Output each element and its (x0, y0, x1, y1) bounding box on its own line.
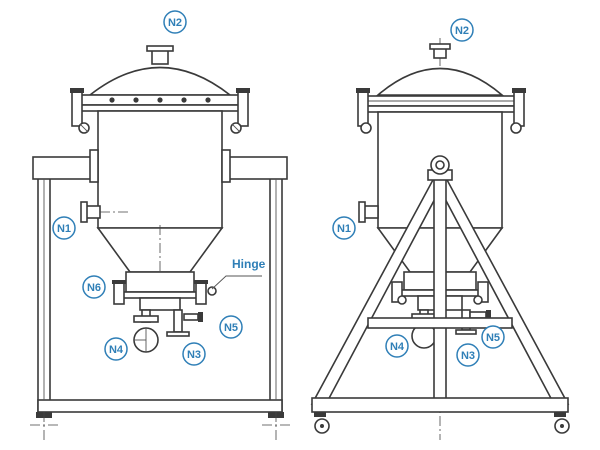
front-tag-n4: N4 (104, 337, 128, 361)
side-lower-flange (361, 105, 521, 113)
front-outlet-neck (139, 297, 181, 311)
side-n5-cap (486, 310, 491, 320)
front-tag-n2: N2 (163, 10, 187, 34)
front-trunnion-left (89, 149, 99, 183)
front-outlet-flange (117, 291, 203, 299)
front-n4-flange (133, 315, 159, 323)
front-n3-pipe (173, 309, 183, 333)
front-flange-bolts (109, 97, 211, 103)
front-n1-nozzle (85, 205, 101, 219)
svg-text:N4: N4 (109, 344, 124, 356)
svg-text:N1: N1 (337, 223, 351, 235)
side-clamp-left (356, 88, 372, 134)
front-outlet-clamp-left (112, 280, 126, 305)
front-n5-cap (198, 312, 203, 322)
front-n2-nozzle (151, 49, 169, 65)
front-tag-n1: N1 (52, 216, 76, 240)
svg-text:N3: N3 (187, 349, 201, 361)
side-n3-flange (455, 329, 477, 335)
front-frame-base-bar (37, 399, 283, 413)
side-outlet-clamp-right (473, 281, 489, 305)
front-trunnion-right (221, 149, 231, 183)
front-frame-right-arm (228, 156, 288, 180)
svg-text:N5: N5 (486, 332, 500, 344)
svg-text:N1: N1 (57, 223, 71, 235)
side-caster-right (554, 412, 570, 434)
side-caster-left (314, 412, 330, 434)
front-shell (97, 110, 223, 229)
front-n2-flange (146, 45, 174, 52)
side-n2-flange (429, 43, 451, 50)
front-view: Hinge N2 N1 N6 N4 N3 N5 (30, 10, 292, 440)
svg-text:N2: N2 (455, 25, 469, 37)
svg-text:N5: N5 (224, 322, 238, 334)
svg-text:N2: N2 (168, 17, 182, 29)
front-lower-flange (75, 104, 245, 112)
side-frame-center-post (433, 177, 447, 405)
side-frame-base-bar (311, 397, 569, 413)
side-tag-n5: N5 (481, 325, 505, 349)
svg-text:N3: N3 (461, 350, 475, 362)
side-clamp-right (510, 88, 526, 134)
front-n3-flange (166, 331, 190, 337)
front-n5-port (183, 313, 199, 321)
side-outlet-clamp-left (391, 281, 407, 305)
svg-text:N6: N6 (87, 282, 101, 294)
front-tag-n5: N5 (219, 315, 243, 339)
side-tag-n1: N1 (332, 216, 356, 240)
side-a-frame (310, 155, 570, 413)
front-n1-flange (80, 201, 88, 223)
front-clamp-left (70, 88, 90, 134)
hinge-label: Hinge (232, 257, 266, 271)
front-frame-left-arm (32, 156, 98, 180)
side-n1-flange (358, 201, 366, 223)
front-outlet-clamp-right (194, 280, 217, 305)
front-clamp-right (230, 88, 250, 134)
side-tag-n2: N2 (450, 18, 474, 42)
side-view: N2 N1 N4 N5 N3 (310, 18, 570, 440)
front-tag-n6: N6 (82, 275, 106, 299)
side-tag-n3: N3 (456, 343, 480, 367)
svg-text:N4: N4 (390, 341, 405, 353)
side-n1-nozzle (363, 205, 379, 219)
side-tag-n4: N4 (385, 334, 409, 358)
front-dome (87, 66, 233, 96)
front-outlet-body (125, 271, 195, 293)
hinge-leader-line (211, 275, 262, 290)
side-frame-crossbar (367, 317, 513, 329)
front-tag-n3: N3 (182, 342, 206, 366)
side-dome (375, 67, 505, 96)
side-n5-port (469, 311, 487, 319)
